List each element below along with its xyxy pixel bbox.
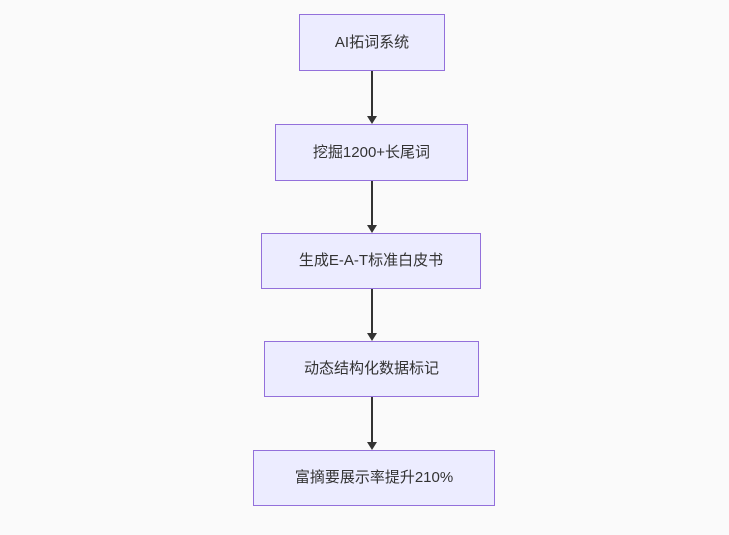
arrow-head-icon	[366, 442, 377, 450]
flow-arrow	[366, 397, 377, 450]
flow-arrow	[366, 289, 377, 341]
flow-node-label: 富摘要展示率提升210%	[294, 469, 454, 486]
flow-node-label: 挖掘1200+长尾词	[312, 143, 431, 161]
flow-node-label: 动态结构化数据标记	[303, 360, 439, 377]
arrow-head-icon	[366, 225, 377, 233]
arrow-line	[370, 289, 373, 333]
flow-node-ai-keyword-system: AI拓词系统	[299, 14, 445, 71]
arrow-line	[370, 397, 373, 442]
flow-node-rich-snippet-result: 富摘要展示率提升210%	[253, 450, 495, 506]
flow-node-label: AI拓词系统	[334, 33, 410, 51]
arrow-head-icon	[366, 116, 377, 124]
flow-arrow	[366, 71, 377, 124]
arrow-line	[370, 181, 373, 225]
flow-node-structured-data-markup: 动态结构化数据标记	[264, 341, 479, 397]
flow-node-eat-whitepaper: 生成E-A-T标准白皮书	[261, 233, 481, 289]
flow-arrow	[366, 181, 377, 233]
flow-node-label: 生成E-A-T标准白皮书	[298, 252, 444, 269]
arrow-head-icon	[366, 333, 377, 341]
flow-node-longtail-mining: 挖掘1200+长尾词	[275, 124, 468, 181]
arrow-line	[370, 71, 373, 116]
